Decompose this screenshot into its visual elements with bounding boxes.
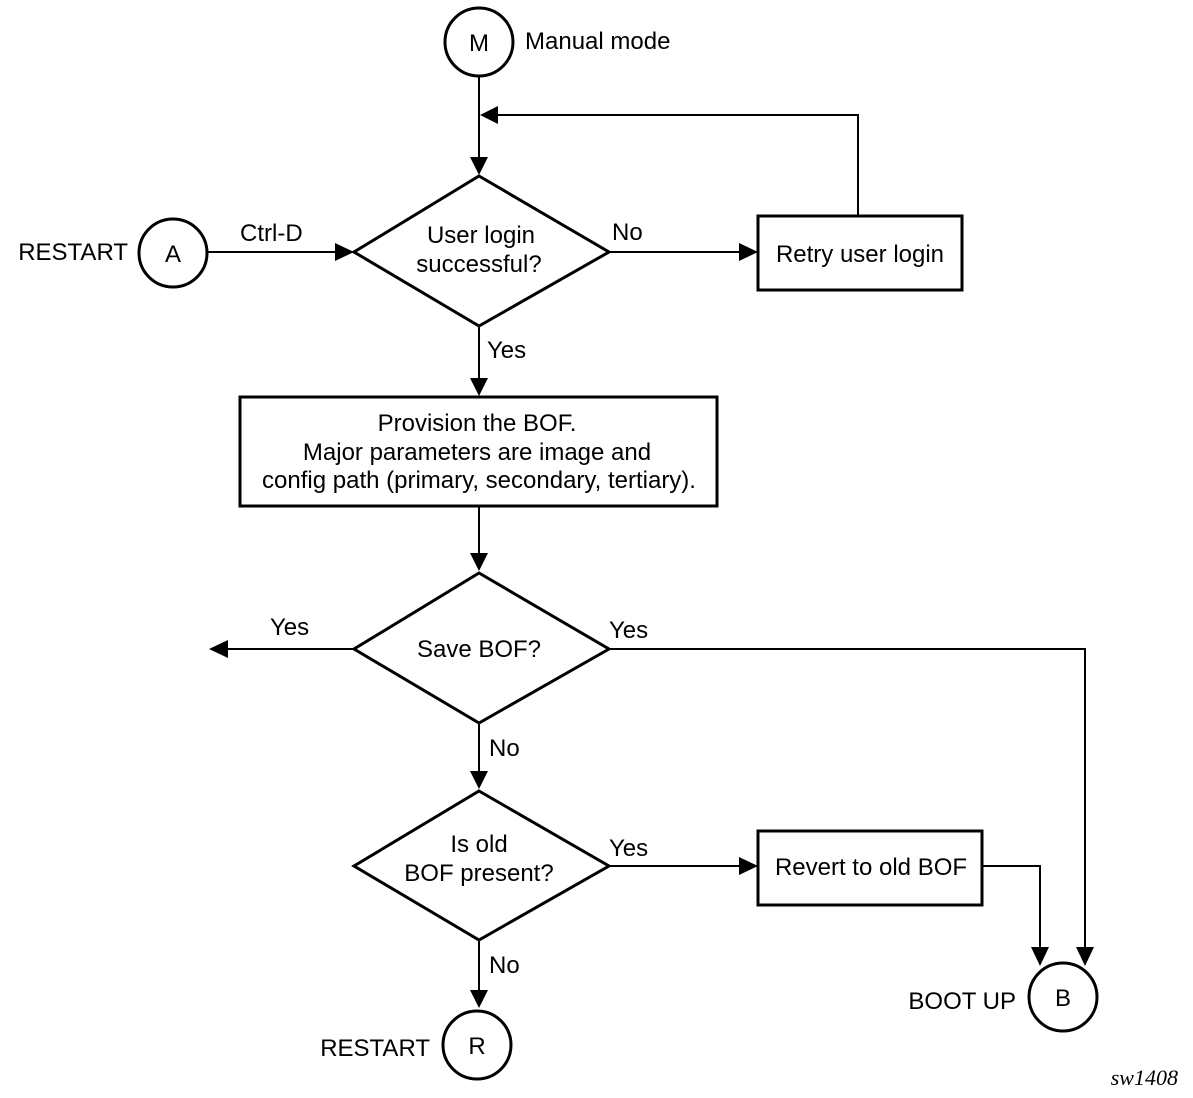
- restart-r-label: RESTART: [320, 1035, 430, 1062]
- edge-label-ctrl-d: Ctrl-D: [240, 220, 303, 247]
- arrow-save-no: [470, 771, 488, 789]
- edge-label-old-no: No: [489, 952, 520, 979]
- decision-old-bof: [351, 789, 613, 942]
- connector-m-letter: M: [469, 30, 489, 57]
- arrow-save-to-b: [1076, 947, 1094, 966]
- decision-user-login-line2: successful?: [416, 251, 541, 278]
- decision-save-bof-text: Save BOF?: [417, 636, 541, 663]
- arrow-old-yes: [739, 857, 758, 875]
- connector-r: [441, 1009, 513, 1081]
- connector-a-letter: A: [165, 241, 181, 268]
- edge-label-save-yes-left: Yes: [270, 614, 309, 641]
- connector-r-letter: R: [468, 1033, 485, 1060]
- arrow-login-yes: [470, 378, 488, 396]
- decision-save-bof: [351, 571, 613, 725]
- arrow-into-login: [470, 157, 488, 175]
- decision-old-bof-line1: Is old: [450, 831, 507, 858]
- figure-id: sw1408: [1111, 1065, 1178, 1090]
- boot-up-label: BOOT UP: [908, 988, 1016, 1015]
- arrow-save-yes-left: [209, 640, 228, 658]
- arrow-retry-return: [480, 106, 498, 124]
- process-retry-login-text: Retry user login: [776, 241, 944, 268]
- connector-a: [137, 217, 209, 289]
- connector-m: [443, 6, 515, 78]
- edge-retry-loop: [497, 114, 859, 216]
- connector-b: [1027, 961, 1099, 1033]
- edge-revert-to-b: [982, 865, 1041, 950]
- decision-user-login-line1: User login: [427, 222, 535, 249]
- edge-label-old-yes: Yes: [609, 835, 648, 862]
- manual-mode-label: Manual mode: [525, 28, 670, 55]
- edge-label-login-no: No: [612, 219, 643, 246]
- arrow-ctrl-d: [335, 243, 354, 261]
- process-provision-line1: Provision the BOF.: [378, 410, 577, 437]
- edge-label-login-yes: Yes: [487, 337, 526, 364]
- edge-save-yes-right: [609, 648, 1086, 950]
- arrow-old-no: [470, 990, 488, 1008]
- decision-user-login: [351, 174, 613, 328]
- process-provision-line2: Major parameters are image and: [303, 439, 651, 466]
- arrow-login-no: [739, 243, 758, 261]
- arrow-revert-to-b: [1031, 947, 1049, 966]
- edge-label-save-no: No: [489, 735, 520, 762]
- restart-a-label: RESTART: [18, 239, 128, 266]
- edge-label-save-yes-right: Yes: [609, 617, 648, 644]
- process-retry-login: [756, 214, 964, 292]
- connector-b-letter: B: [1055, 985, 1071, 1012]
- process-provision-line3: config path (primary, secondary, tertiar…: [262, 467, 696, 494]
- arrow-into-save: [470, 553, 488, 571]
- decision-old-bof-line2: BOF present?: [404, 860, 553, 887]
- process-revert-bof: [756, 829, 984, 907]
- process-revert-bof-text: Revert to old BOF: [775, 854, 967, 881]
- process-provision-bof: [238, 395, 719, 508]
